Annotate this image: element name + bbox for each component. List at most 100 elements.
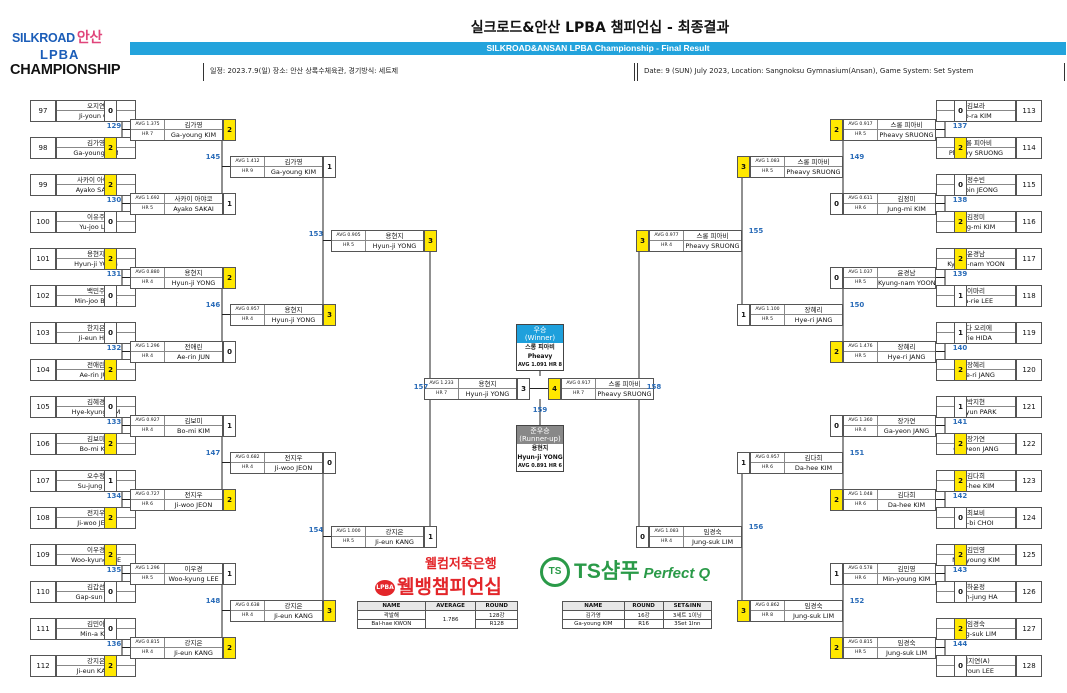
player-name-ko: 이마리 bbox=[937, 286, 1015, 296]
player-name-en: Pheavy SRUONG bbox=[879, 130, 934, 139]
avg-label: AVG 0.977 bbox=[650, 230, 684, 240]
hr-label: HR 4 bbox=[131, 277, 165, 288]
player-name-ko: 전애린 bbox=[57, 360, 135, 370]
player-name-en: Jung-suk LIM bbox=[691, 537, 734, 546]
score-box: 1 bbox=[323, 155, 336, 178]
player-name-ko: 박지현 bbox=[937, 397, 1015, 407]
score-box: 2 bbox=[830, 118, 843, 141]
seed-number: 111 bbox=[30, 618, 56, 640]
player-name-ko: 스롱 피아비 bbox=[696, 231, 729, 240]
player-name-en: Jung-suk LIM bbox=[955, 630, 997, 638]
score-box: 2 bbox=[104, 655, 117, 677]
player-name-ko: 김갑선 bbox=[57, 582, 135, 592]
player-name-ko: 김다희 bbox=[897, 490, 916, 499]
avg-label: AVG 0.917 bbox=[844, 119, 878, 129]
score-box: 2 bbox=[104, 137, 117, 159]
avg-label: AVG 0.682 bbox=[231, 452, 265, 462]
player-name-en: Ji-eun HAN bbox=[78, 334, 114, 342]
player-name-ko: 정수빈 bbox=[937, 175, 1015, 185]
score-box: 2 bbox=[223, 266, 236, 289]
match-number: 158 bbox=[646, 382, 662, 391]
player-name-ko: 오지연 bbox=[57, 101, 135, 111]
score-box: 3 bbox=[636, 229, 649, 252]
score-box: 0 bbox=[636, 525, 649, 548]
score-box: 3 bbox=[323, 599, 336, 622]
player-name-en: Ae-rin JUN bbox=[177, 352, 210, 361]
avg-label: AVG 0.862 bbox=[751, 600, 785, 610]
player-name-ko: 장혜리 bbox=[937, 360, 1015, 370]
player-name-ko: 용현지 bbox=[284, 305, 303, 314]
runnerup-box: 준우승(Runner-up) 용현지 Hyun-ji YONG AVG 0.89… bbox=[516, 425, 564, 472]
seed-number: 127 bbox=[1016, 618, 1042, 640]
avg-label: AVG 0.815 bbox=[131, 637, 165, 647]
player-name-en: Bo-mi KIM bbox=[79, 445, 113, 453]
runnerup-stat: AVG 0.891 HR 6 bbox=[517, 463, 563, 469]
winner-box: 우승(Winner) 스롱 피아비 Pheavy AVG 1.091 HR 8 bbox=[516, 324, 564, 371]
score-box: 0 bbox=[104, 396, 117, 418]
score-box: 1 bbox=[223, 414, 236, 437]
player-name-ko: 김다희 bbox=[937, 471, 1015, 481]
player-name-ko: 임경숙 bbox=[804, 601, 823, 610]
player-name-ko: 장혜리 bbox=[897, 342, 916, 351]
player-name-ko: 스롱 피아비 bbox=[608, 379, 641, 388]
player-name-en: Ji-hyun PARK bbox=[955, 408, 997, 416]
score-box: 2 bbox=[830, 340, 843, 363]
match-number: 131 bbox=[106, 269, 122, 278]
avg-label: AVG 1.296 bbox=[131, 563, 165, 573]
player-name-ko: 사카이 아야코 bbox=[174, 194, 213, 203]
score-box: 3 bbox=[737, 155, 750, 178]
sponsor2-circle: TS bbox=[540, 557, 570, 588]
match-number: 154 bbox=[308, 525, 324, 534]
seed-number: 125 bbox=[1016, 544, 1042, 566]
score-box: 0 bbox=[104, 581, 117, 603]
player-name-ko: 용현지 bbox=[385, 231, 404, 240]
avg-label: AVG 1.037 bbox=[844, 267, 878, 277]
score-box: 1 bbox=[737, 303, 750, 326]
player-name-en: Jung-suk LIM bbox=[885, 648, 928, 657]
player-name-en: Hye-ri JANG bbox=[887, 352, 926, 361]
match-number: 146 bbox=[205, 300, 221, 309]
score-box: 1 bbox=[830, 562, 843, 585]
player-name-ko: 이유주 bbox=[57, 212, 135, 222]
player-name-en: Bo-ra KIM bbox=[960, 112, 992, 120]
score-box: 2 bbox=[104, 248, 117, 270]
match-number: 149 bbox=[849, 152, 865, 161]
player-name-en: Da-hee KIM bbox=[794, 463, 833, 472]
hr-label: HR 5 bbox=[332, 240, 366, 251]
player-name-en: Hye-kyung KIM bbox=[71, 408, 121, 416]
match-number: 139 bbox=[952, 269, 968, 278]
match-number: 152 bbox=[849, 596, 865, 605]
score-box: 0 bbox=[104, 618, 117, 640]
player-name-en: Pheavy SRUONG bbox=[948, 149, 1004, 157]
avg-label: AVG 0.905 bbox=[332, 230, 366, 240]
player-name-ko: 임경숙 bbox=[937, 619, 1015, 629]
player-name-ko: 강지은 bbox=[284, 601, 303, 610]
seed-number: 121 bbox=[1016, 396, 1042, 418]
avg-label: AVG 0.880 bbox=[131, 267, 165, 277]
score-box: 2 bbox=[954, 211, 967, 233]
player-name-ko: 김정미 bbox=[897, 194, 916, 203]
player-name-en: Kyung-nam YOON bbox=[947, 260, 1005, 268]
score-box: 1 bbox=[223, 192, 236, 215]
player-name-ko: 김가영 bbox=[57, 138, 135, 148]
player-name-en: Ji-youn LEE bbox=[958, 667, 994, 675]
score-box: 2 bbox=[223, 636, 236, 659]
seed-number: 108 bbox=[30, 507, 56, 529]
hr-label: HR 5 bbox=[751, 166, 785, 177]
player-name-en: Ji-youn OH bbox=[78, 112, 114, 120]
player-name-en: Ma-rie LEE bbox=[958, 297, 994, 305]
player-name-ko: 이우경 bbox=[57, 545, 135, 555]
championship-logo: CHAMPIONSHIP bbox=[10, 62, 121, 78]
